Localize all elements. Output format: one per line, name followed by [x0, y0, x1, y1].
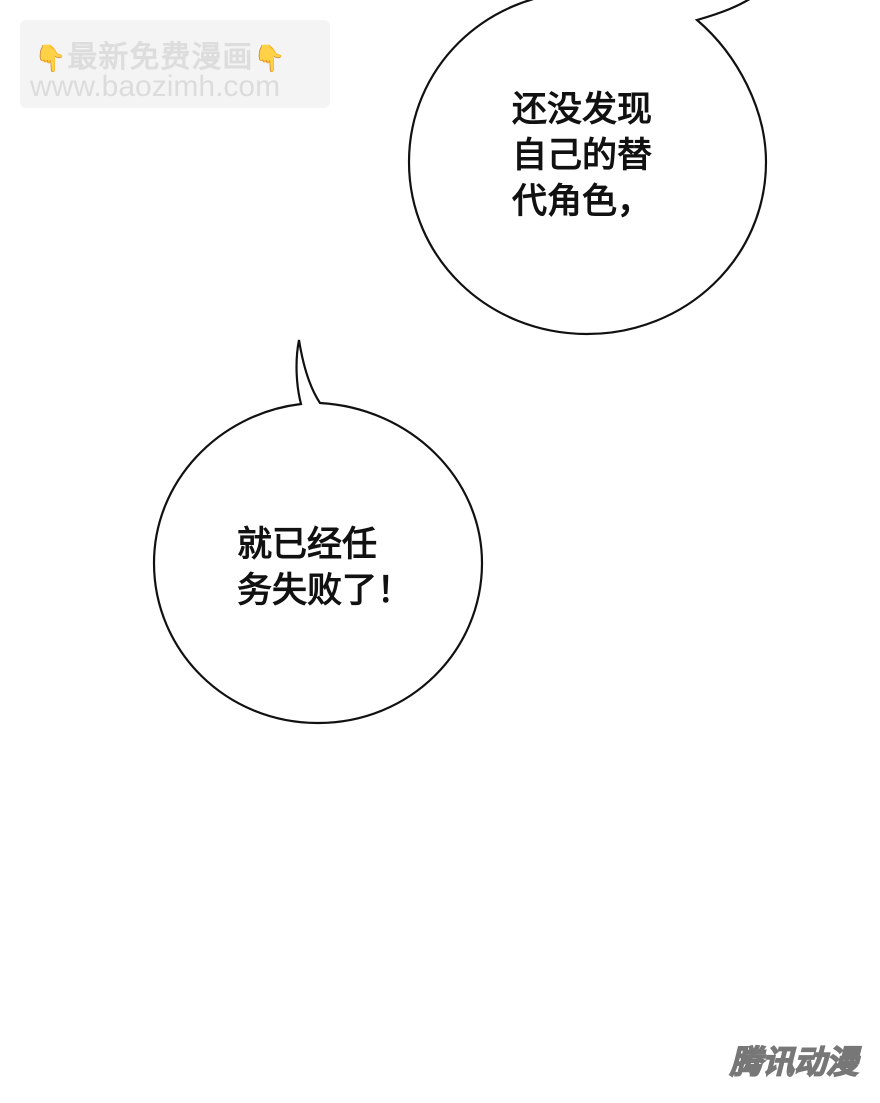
- watermark-url: www.baozimh.com: [30, 70, 281, 103]
- speech-bubble-2-text: 就已经任 务失败了！: [237, 522, 412, 614]
- pointing-down-hand-icon: 👇: [34, 44, 68, 74]
- speech-bubble-1-text: 还没发现 自己的替 代角色，: [512, 87, 652, 225]
- speech-line: 就已经任: [237, 525, 378, 565]
- publisher-logo: 腾讯动漫: [729, 1042, 859, 1082]
- speech-line: 自己的替: [512, 136, 653, 176]
- pointing-down-hand-icon: 👇: [253, 44, 287, 74]
- speech-bubble-1: [407, 0, 768, 336]
- watermark-banner: 👇最新免费漫画👇 www.baozimh.com: [20, 20, 330, 108]
- speech-line: 还没发现: [512, 90, 653, 130]
- speech-line: 代角色，: [512, 182, 653, 222]
- speech-bubble-2: [152, 339, 484, 725]
- watermark-title: 最新免费漫画: [67, 40, 254, 75]
- watermark-title-row: 👇最新免费漫画👇: [34, 32, 287, 76]
- speech-line: 务失败了！: [237, 571, 413, 611]
